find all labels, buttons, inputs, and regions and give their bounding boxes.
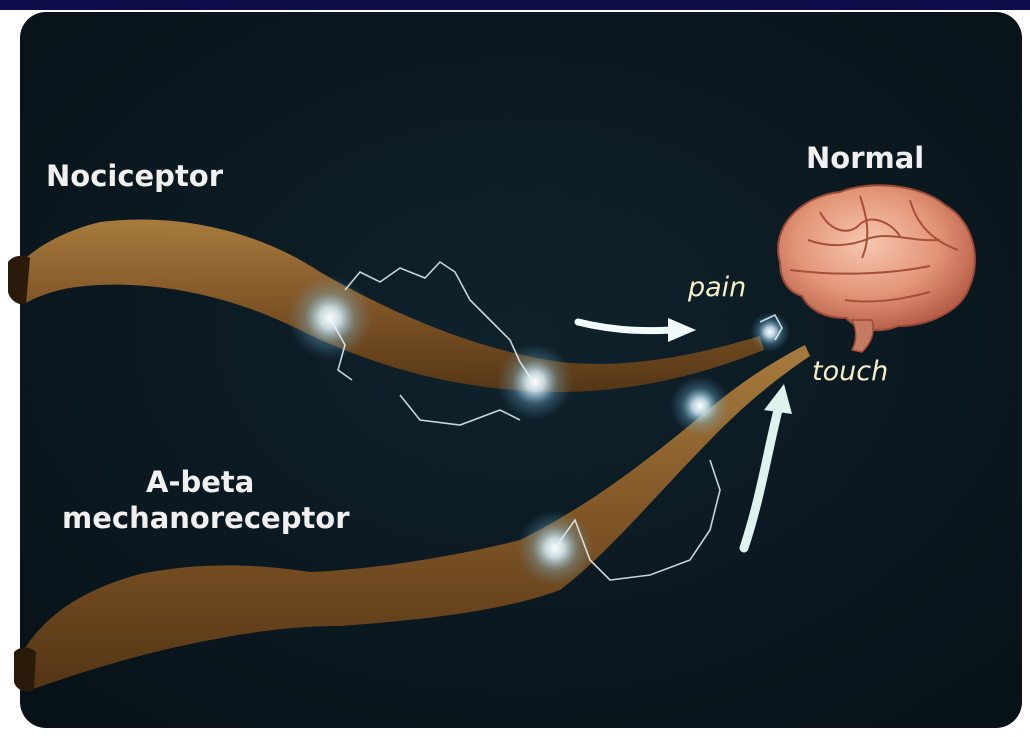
electric-spark-icon [497,344,573,420]
pain-label: pain [687,272,746,303]
normal-label: Normal [806,141,924,175]
electric-spark-icon [670,376,730,436]
abeta-label-line1: A-beta [146,465,254,499]
abeta-label-line2: mechanoreceptor [62,501,350,535]
top-bar [0,0,1030,10]
nociceptor-label: Nociceptor [46,159,224,193]
touch-label: touch [812,356,888,387]
